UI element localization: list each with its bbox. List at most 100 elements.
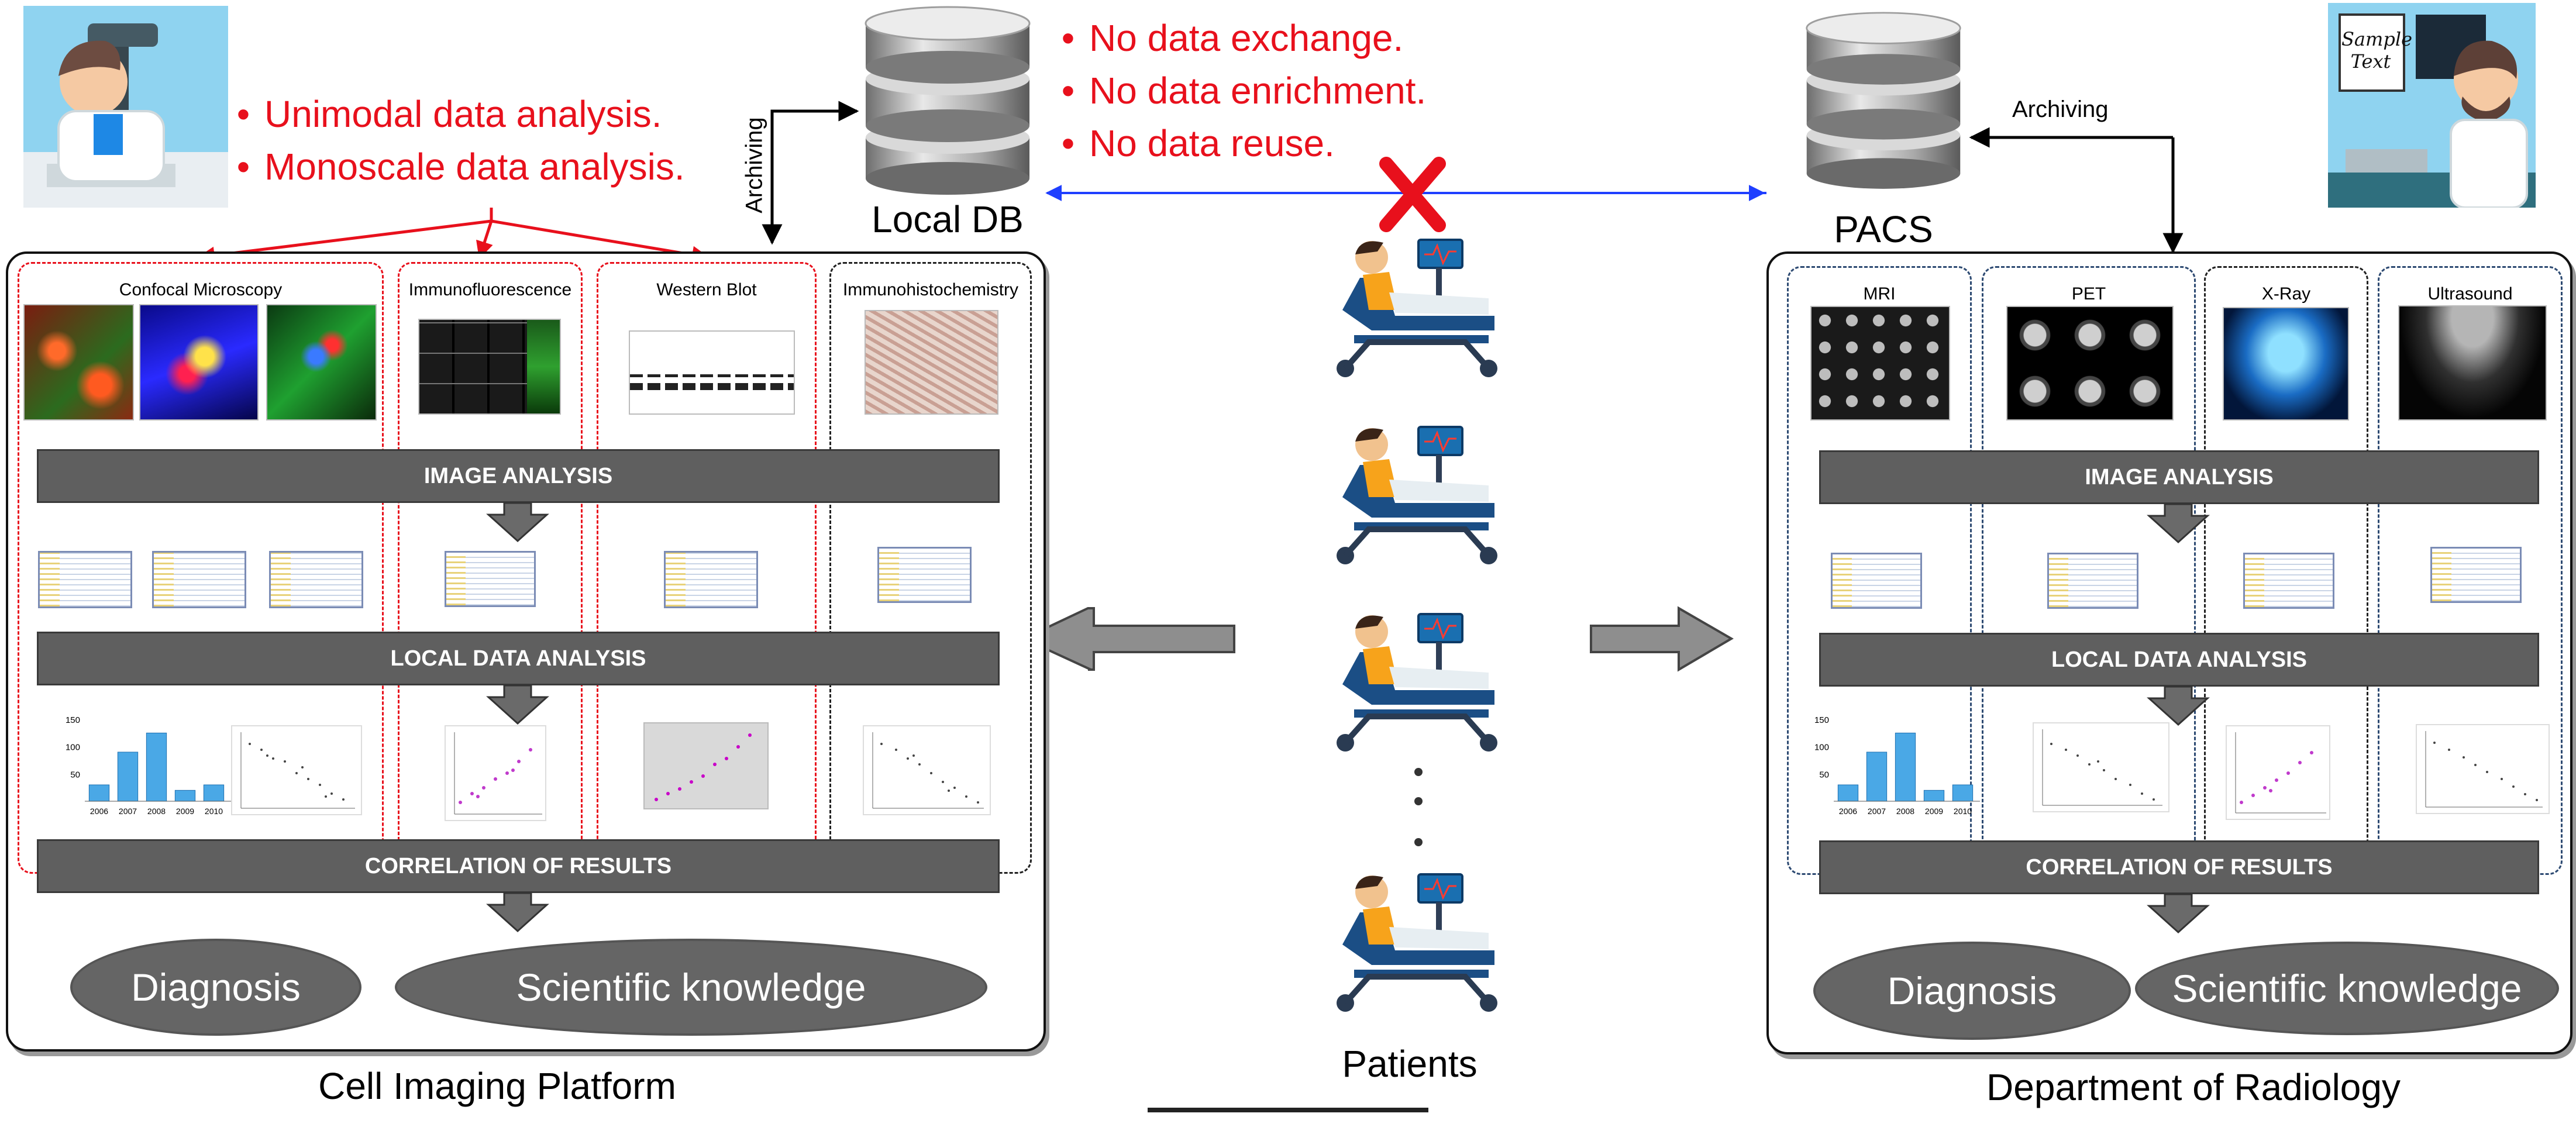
x-tick-label: 2009 [1925,806,1943,816]
y-tick-label: 50 [1819,770,1829,780]
mri-image [1810,306,1950,420]
limitation-item: No data exchange. [1047,12,1426,64]
diagnosis-outcome: Diagnosis [1813,942,2131,1040]
column-title: Immunohistochemistry [842,280,1019,299]
x-tick-label: 2006 [90,806,108,816]
scientist-illustration [23,6,228,208]
down-arrow [486,684,549,725]
y-tick-label: 100 [1814,743,1829,753]
ultrasound-image [2398,305,2547,420]
scatter-plot-thumbnail [2416,724,2550,814]
bar [1895,732,1916,802]
results-table [445,551,536,607]
column-title: PET [2071,284,2106,304]
results-table [877,547,972,603]
bar-chart: 150 100 50 2006 2007 2008 2009 2010 [1814,715,1980,816]
archiving-label-right: Archiving [2012,96,2109,122]
bar [1866,752,1888,802]
column-title: Ultrasound [2427,284,2513,304]
x-tick-label: 2010 [1954,806,1972,816]
correlation-of-results-band: CORRELATION OF RESULTS [1819,840,2539,894]
ellipsis-dot [1414,797,1423,805]
correlation-of-results-band: CORRELATION OF RESULTS [37,839,1000,893]
ihc-image [865,310,998,415]
bar [1923,790,1945,802]
doctor-illustration [2328,3,2536,209]
limitations-list: Unimodal data analysis. Monoscale data a… [222,88,685,193]
archiving-arrow-right [1969,127,2184,254]
limitation-item: Monoscale data analysis. [222,140,685,193]
down-arrow [2147,503,2210,544]
blocked-x-icon [1379,157,1446,232]
x-tick-label: 2008 [147,806,166,816]
department-of-radiology-label: Department of Radiology [1986,1066,2401,1108]
bar [1837,784,1859,802]
local-db-label: Local DB [872,198,1024,240]
local-db-icon [854,3,1041,196]
x-tick-label: 2007 [1868,806,1886,816]
down-arrow [2147,893,2210,934]
results-table [2047,553,2138,609]
y-tick-label: 150 [1814,715,1829,725]
arrow-left-to-platform [1021,607,1235,671]
scientific-knowledge-outcome: Scientific knowledge [2135,942,2559,1035]
bar [1952,784,1974,802]
patient-in-bed-icon [1337,427,1497,564]
pet-image [2006,306,2174,420]
local-data-analysis-band: LOCAL DATA ANALYSIS [1819,633,2539,687]
red-fan-arrows [197,208,710,264]
limitation-item: Unimodal data analysis. [222,88,685,140]
confocal-image-3 [266,304,377,420]
patients-label: Patients [1342,1043,1478,1085]
results-table [269,551,363,608]
down-arrow [486,892,549,933]
pacs-db-icon [1796,3,1971,196]
right-down-arrows [2147,503,2210,934]
column-title: Western Blot [656,280,757,299]
diagnosis-outcome: Diagnosis [70,939,361,1036]
limitation-item: No data reuse. [1047,117,1426,170]
results-table [152,551,246,608]
results-table [2430,547,2522,603]
x-tick-label: 2007 [119,806,137,816]
x-tick-label: 2006 [1839,806,1857,816]
patient-in-bed-icon [1337,874,1497,1012]
bar [146,732,167,802]
ellipsis-dot [1414,768,1423,776]
scatter-plot-thumbnail [445,725,546,821]
ellipsis-dot [1414,838,1423,846]
patients-column [1319,222,1524,1029]
sample-sign-line: Text [2350,50,2391,73]
patient-in-bed-icon [1337,614,1497,752]
down-arrow [2147,685,2210,726]
data-sharing-limitations: No data exchange. No data enrichment. No… [1047,12,1426,170]
bar [117,752,139,802]
y-tick-label: 50 [70,770,80,780]
column-title: Immunofluorescence [408,280,572,299]
results-table [2243,553,2334,609]
scatter-plot-thumbnail [2033,722,2169,812]
bar [203,784,225,802]
column-title: MRI [1863,284,1896,304]
scatter-plot-thumbnail [643,722,769,809]
x-tick-label: 2009 [176,806,194,816]
confocal-image-1 [23,304,134,420]
x-tick-label: 2008 [1896,806,1914,816]
western-blot-image [629,330,795,415]
cell-imaging-platform-label: Cell Imaging Platform [318,1065,676,1107]
left-down-arrows [486,502,549,933]
arrow-right-to-radiology [1590,606,1734,672]
scientific-knowledge-outcome: Scientific knowledge [395,939,987,1036]
y-tick-label: 100 [66,743,80,753]
xray-image [2223,307,2349,420]
bar [88,784,110,802]
column-title: Confocal Microscopy [119,280,283,299]
down-arrow [486,502,549,543]
y-tick-label: 150 [66,715,80,725]
results-table [1831,553,1922,609]
bar [174,790,196,802]
scatter-plot-thumbnail [2226,725,2330,820]
pacs-label: PACS [1834,208,1933,250]
